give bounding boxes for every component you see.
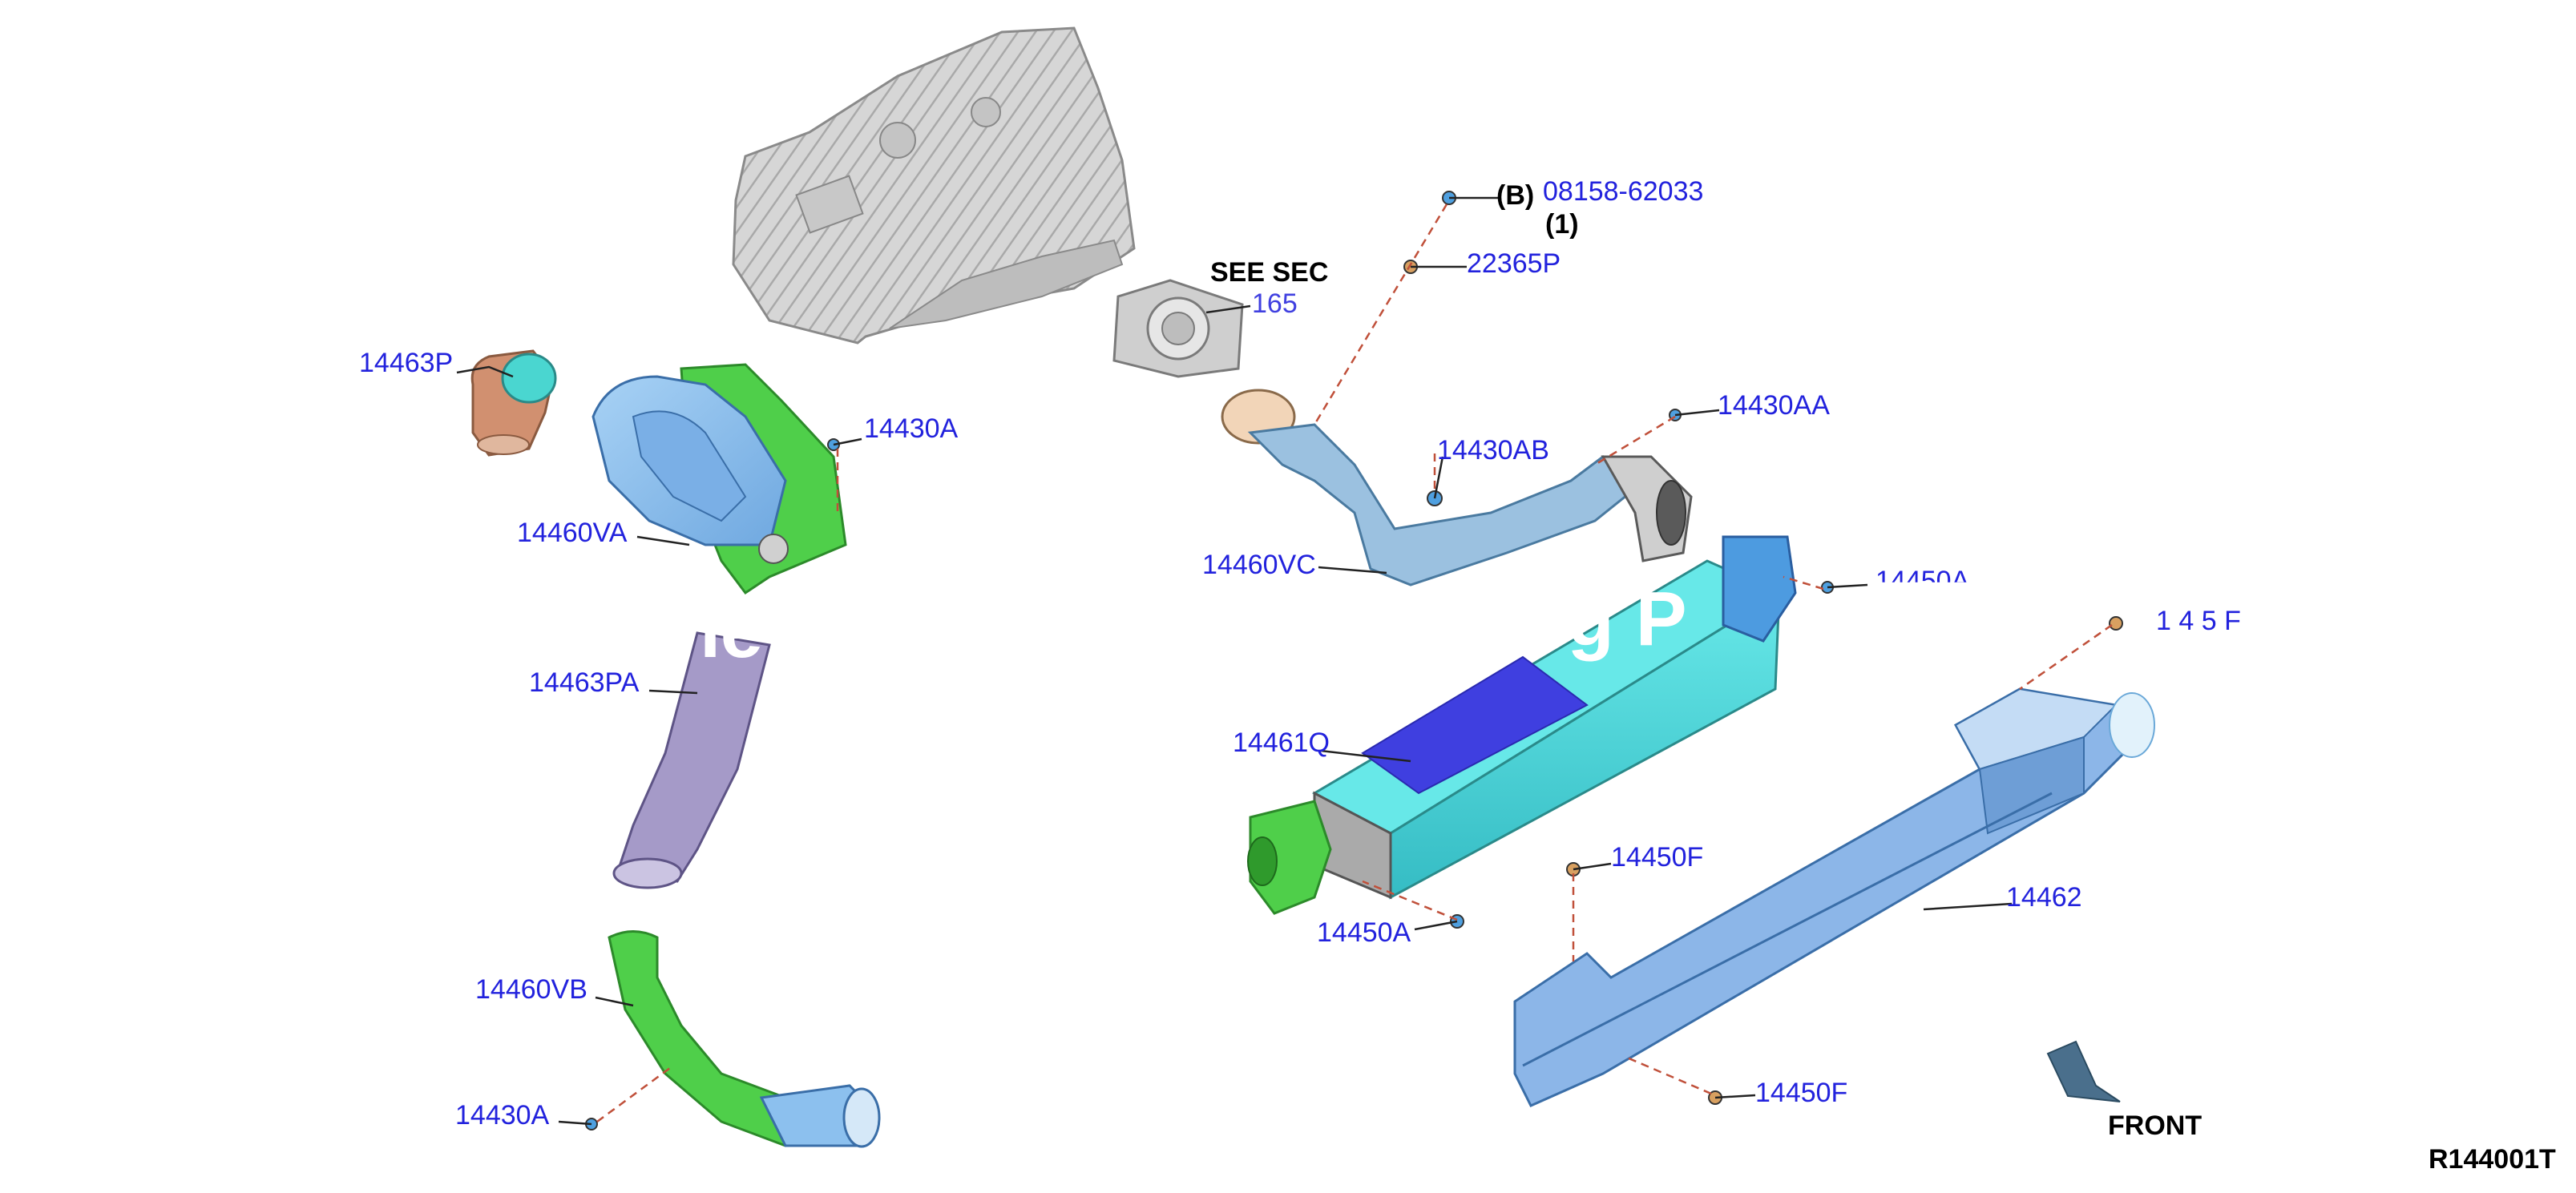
- label-14461Q: 14461Q: [1233, 727, 1330, 758]
- part-14460VC-pipe: [1221, 389, 1693, 586]
- leader-lines: [456, 196, 2013, 1126]
- label-145F-partial: 1 4 5 F: [2156, 606, 2241, 636]
- part-14463P-elbow: [470, 349, 557, 457]
- label-front: FRONT: [2108, 1110, 2203, 1141]
- label-22365P: 22365P: [1467, 248, 1561, 279]
- label-14430A-bottom: 14430A: [455, 1100, 550, 1131]
- part-14461Q-intercooler: [1247, 535, 1797, 915]
- label-14462: 14462: [2006, 882, 2082, 913]
- label-b: (B): [1496, 180, 1535, 211]
- label-14430AB: 14430AB: [1437, 435, 1549, 466]
- assembly-lines: [596, 204, 2113, 1123]
- front-arrow-icon: [2046, 1040, 2121, 1102]
- label-14430A-top: 14430A: [864, 413, 959, 444]
- label-08158-62033: 08158-62033: [1543, 176, 1704, 207]
- diagram-code: R144001T: [2429, 1144, 2556, 1175]
- label-quantity: (1): [1545, 209, 1579, 240]
- watermark-left: ne: [673, 588, 764, 674]
- part-14462-bracket: [1513, 687, 2155, 1107]
- label-14450F-mid: 14450F: [1611, 842, 1704, 873]
- label-165[interactable]: 165: [1252, 288, 1298, 319]
- label-14430AA: 14430AA: [1718, 390, 1830, 421]
- label-see-sec: SEE SEC: [1210, 257, 1329, 288]
- label-14460VA: 14460VA: [517, 518, 628, 548]
- label-14450A-lower: 14450A: [1317, 917, 1411, 948]
- label-14463P: 14463P: [359, 348, 454, 378]
- part-14460VB-hose: [608, 930, 881, 1148]
- label-14450A-right: 14450A: [1875, 566, 1970, 596]
- engine-block: [732, 26, 1136, 345]
- watermark-right: log P: [1499, 576, 1687, 662]
- part-14463PA-hose: [612, 631, 771, 889]
- label-14460VC: 14460VC: [1202, 550, 1316, 580]
- label-14463PA: 14463PA: [529, 667, 640, 698]
- part-14460VA-duct: [592, 363, 847, 595]
- label-14460VB: 14460VB: [475, 974, 587, 1005]
- throttle-body: [1112, 279, 1244, 378]
- label-14450F-bottom: 14450F: [1755, 1078, 1848, 1108]
